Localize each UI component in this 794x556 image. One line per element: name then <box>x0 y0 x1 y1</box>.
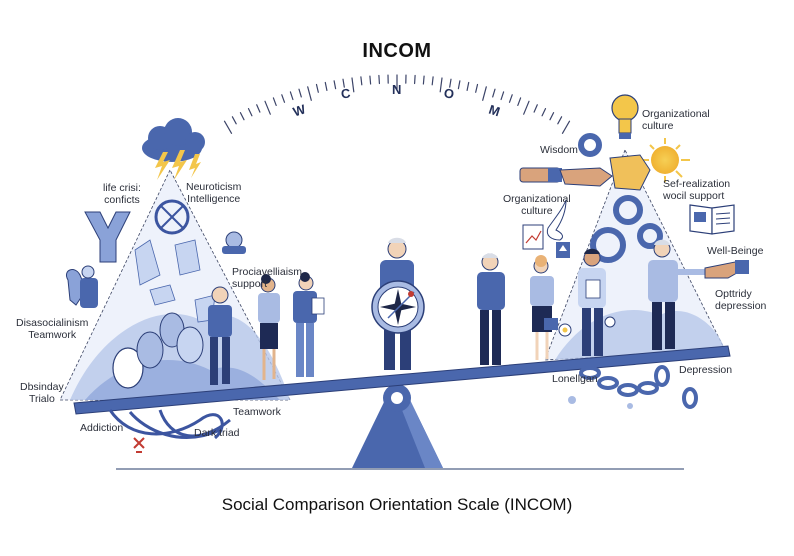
reaching-hand-icon <box>704 260 749 279</box>
label-addiction: Addiction <box>80 422 124 434</box>
fulcrum <box>352 384 443 468</box>
storm-cloud-icon <box>142 118 205 180</box>
person-woman-light-top <box>258 274 280 380</box>
thorny-vines <box>108 409 231 440</box>
compass-icon <box>371 280 425 334</box>
label-well-being: Well-Beinge <box>707 245 764 257</box>
document-chart-icon <box>522 224 570 258</box>
person-older-man-reaching <box>648 239 705 350</box>
dove-icon <box>546 199 567 241</box>
label-dark-triad: Dark triad <box>194 427 240 439</box>
red-x-icon <box>133 437 145 453</box>
label-optimism-depression: Opttridy depression <box>715 288 767 312</box>
robot-worry-icon <box>222 231 246 254</box>
person-bearded-man-with-paper <box>578 248 606 356</box>
label-self-realization-social-support: Sef-realization wocil support <box>663 178 731 202</box>
sun-icon <box>643 138 690 182</box>
label-depression: Depression <box>679 364 733 376</box>
person-woman-with-paper <box>293 272 325 377</box>
label-dbsinday-trialo: Dbsinday Trialo <box>20 381 64 405</box>
label-life-crisis-conflicts: life crisi: conficts <box>103 182 141 206</box>
label-teamwork: Teamwork <box>233 406 281 418</box>
person-older-man-on-phone <box>477 253 505 365</box>
dial-letter-n: N <box>392 82 402 97</box>
diagram-caption: Social Comparison Orientation Scale (INC… <box>221 495 573 514</box>
open-book-icon <box>689 204 735 235</box>
handshake-icon <box>519 154 651 191</box>
seesaw-beam <box>73 345 731 415</box>
lightbulb-icon <box>611 94 639 139</box>
person-woman-with-briefcase <box>530 255 558 360</box>
person-older-man-arms-crossed <box>208 286 232 385</box>
label-organizational-culture-top: Organizational culture <box>642 108 710 132</box>
label-disasocialinism-teamwork: Disasocialinism Teamwork <box>16 317 89 341</box>
chain-icon <box>579 365 698 409</box>
label-neuroticism-intelligence: Neuroticism Intelligence <box>186 181 242 205</box>
label-wisdom: Wisdom <box>540 144 578 156</box>
diagram-title: INCOM <box>362 40 432 62</box>
distressed-figure-icon <box>66 211 131 308</box>
label-prociavelliaism-support: Prociavelliaism support <box>232 266 303 290</box>
label-organizational-culture-mid: Organizational culture <box>503 193 571 217</box>
label-loneliness: Lonellgan <box>552 373 598 385</box>
